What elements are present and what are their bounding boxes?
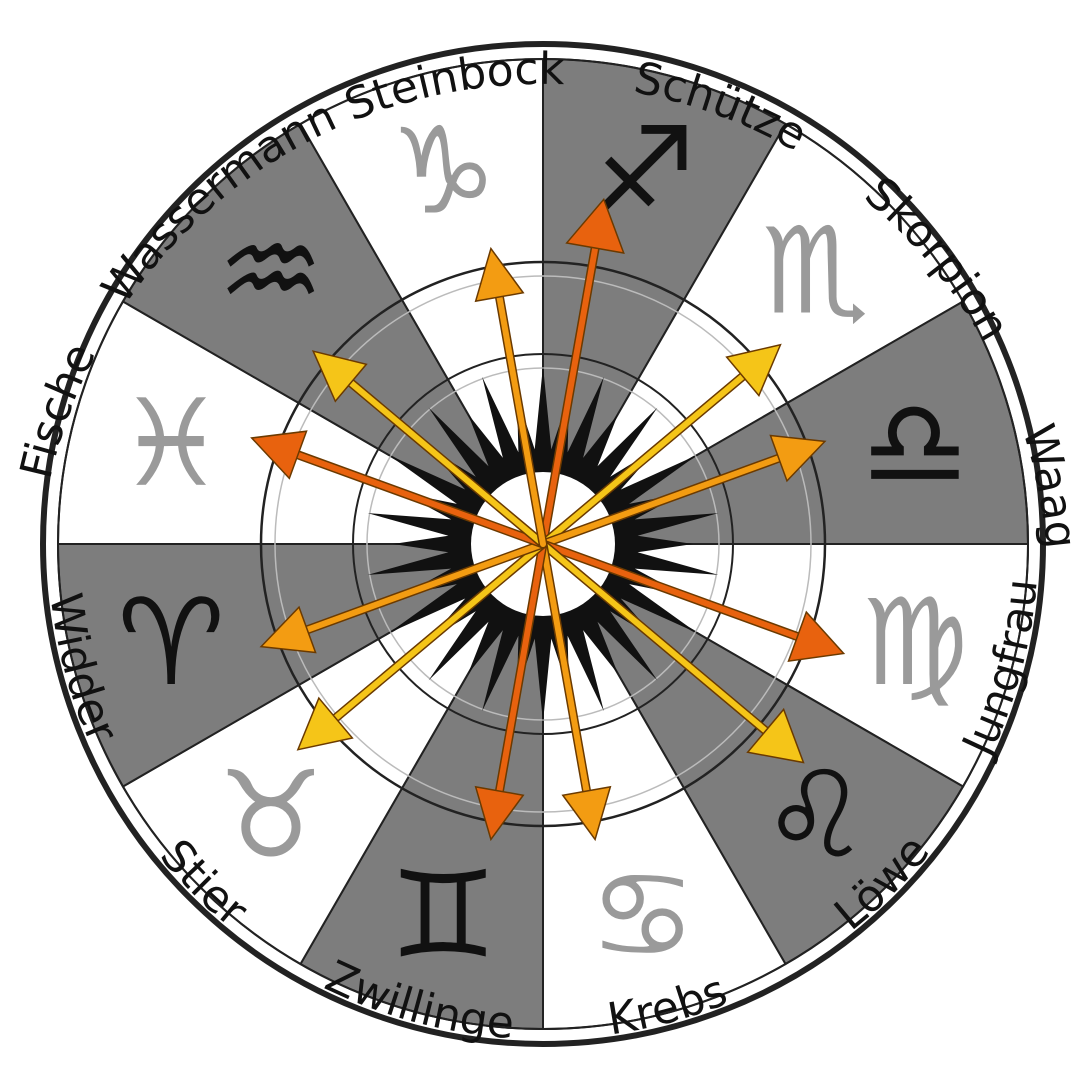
winged-maiden-icon: ♍ (861, 574, 969, 713)
lion-icon: ♌ (761, 747, 869, 886)
crab-icon: ♋ (589, 846, 697, 985)
water-bearer-icon: ♒ (217, 202, 325, 341)
scales-figure-icon: ♎ (861, 375, 969, 514)
ram-icon: ♈ (117, 574, 225, 713)
scorpion-icon: ♏ (761, 202, 869, 341)
bull-icon: ♉ (217, 747, 325, 886)
fishes-icon: ♓ (117, 375, 225, 514)
goat-fish-icon: ♑ (390, 103, 498, 242)
twins-icon: ♊ (390, 846, 498, 985)
